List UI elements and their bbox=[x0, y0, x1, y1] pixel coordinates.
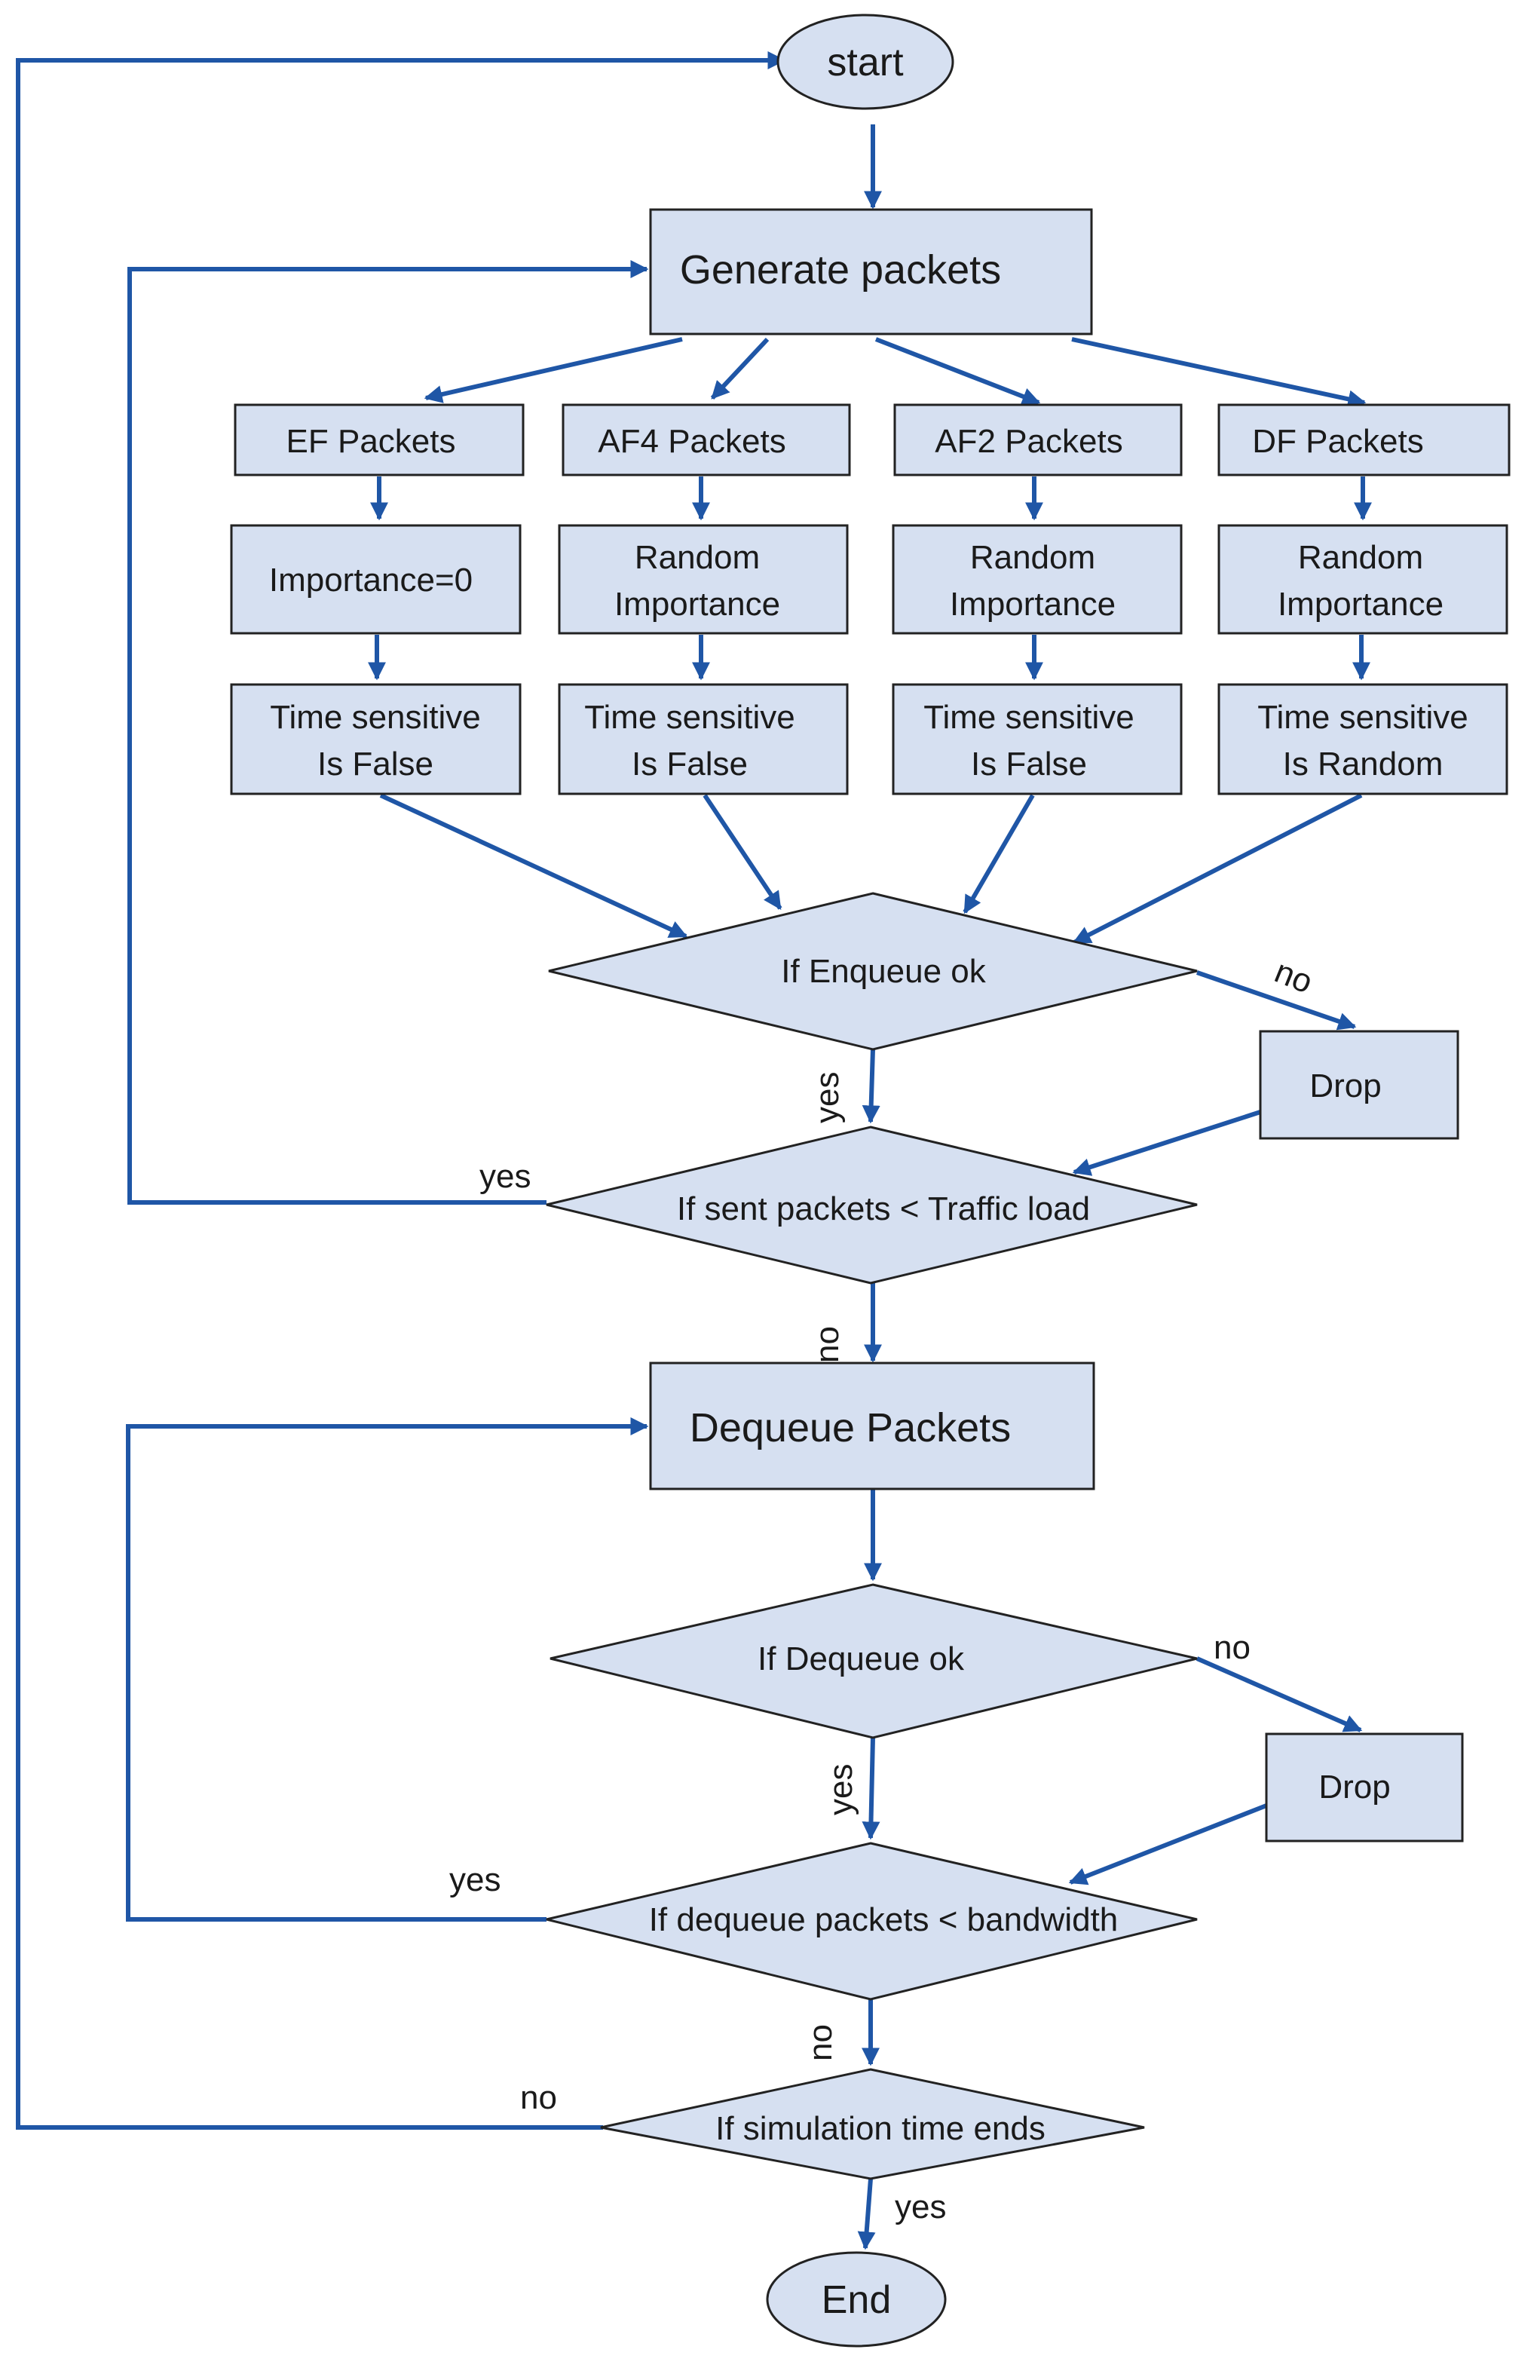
process-ef-packets: EF Packets bbox=[234, 403, 525, 476]
arrow-drop2-bandwidth bbox=[1068, 1803, 1268, 1885]
edge-label-bandwidth-no: no bbox=[802, 2024, 839, 2061]
edge-label-dequeue-no: no bbox=[1214, 1629, 1251, 1666]
df-time-line2: Is Random bbox=[1283, 746, 1444, 783]
af2-packets-label: AF2 Packets bbox=[935, 423, 1122, 460]
process-df-time-sensitive: Time sensitive Is Random bbox=[1217, 683, 1508, 795]
process-ef-time-sensitive: Time sensitive Is False bbox=[230, 683, 522, 795]
ef-time-line2: Is False bbox=[317, 746, 433, 783]
process-generate-packets: Generate packets bbox=[649, 208, 1093, 335]
edge-label-simulation-yes: yes bbox=[895, 2189, 946, 2225]
edge-label-enqueue-yes: yes bbox=[809, 1072, 846, 1123]
af4-time-line2: Is False bbox=[632, 746, 748, 783]
dequeue-label: Dequeue Packets bbox=[690, 1405, 1011, 1450]
arrow-enqueue-drop bbox=[1196, 970, 1357, 1031]
drop-1-label: Drop bbox=[1309, 1067, 1381, 1104]
decision-bandwidth: If dequeue packets < bandwidth bbox=[546, 1842, 1198, 2001]
process-drop-2: Drop bbox=[1265, 1732, 1464, 1842]
arrow-enqueue-sent bbox=[862, 1049, 880, 1124]
process-af2-packets: AF2 Packets bbox=[893, 403, 1183, 476]
decision-sent-packets: If sent packets < Traffic load bbox=[546, 1126, 1198, 1285]
ef-importance-label: Importance=0 bbox=[269, 562, 473, 599]
af2-importance-line2: Importance bbox=[950, 586, 1116, 623]
start-label: start bbox=[827, 41, 904, 84]
edge-label-simulation-no: no bbox=[520, 2079, 557, 2116]
arrow-simulation-end bbox=[857, 2178, 876, 2250]
af4-time-line1: Time sensitive bbox=[584, 699, 795, 736]
decision-simulation-time: If simulation time ends bbox=[600, 2068, 1145, 2180]
terminal-start: start bbox=[776, 14, 954, 110]
df-importance-line1: Random bbox=[1298, 539, 1423, 576]
terminal-end: End bbox=[766, 2251, 947, 2348]
process-af4-packets: AF4 Packets bbox=[562, 403, 851, 476]
df-packets-label: DF Packets bbox=[1252, 423, 1423, 460]
decision-dequeue: If Dequeue ok bbox=[550, 1583, 1198, 1739]
ef-time-line1: Time sensitive bbox=[270, 699, 481, 736]
edge-label-sent-yes: yes bbox=[479, 1158, 531, 1195]
df-importance-line2: Importance bbox=[1278, 586, 1444, 623]
process-af4-time-sensitive: Time sensitive Is False bbox=[558, 683, 849, 795]
connectors bbox=[16, 51, 1372, 2250]
dequeue-check-label: If Dequeue ok bbox=[758, 1640, 965, 1677]
ef-packets-label: EF Packets bbox=[286, 423, 456, 460]
af2-time-line2: Is False bbox=[971, 746, 1087, 783]
arrow-drop-sent bbox=[1072, 1110, 1261, 1176]
edge-label-sent-no: no bbox=[809, 1326, 846, 1363]
process-dequeue-packets: Dequeue Packets bbox=[649, 1362, 1095, 1490]
bandwidth-check-label: If dequeue packets < bandwidth bbox=[649, 1901, 1119, 1938]
arrow-dequeue-bandwidth bbox=[862, 1737, 880, 1840]
af2-time-line1: Time sensitive bbox=[923, 699, 1134, 736]
end-label: End bbox=[822, 2278, 892, 2322]
process-drop-1: Drop bbox=[1259, 1030, 1459, 1140]
drop-2-label: Drop bbox=[1318, 1769, 1390, 1806]
af4-packets-label: AF4 Packets bbox=[598, 423, 785, 460]
process-af4-importance: Random Importance bbox=[558, 524, 849, 635]
sent-check-label: If sent packets < Traffic load bbox=[677, 1190, 1090, 1227]
arrow-af2-enqueue bbox=[963, 794, 1035, 914]
process-df-importance: Random Importance bbox=[1217, 524, 1508, 635]
af4-importance-line1: Random bbox=[635, 539, 760, 576]
process-ef-importance: Importance=0 bbox=[230, 524, 522, 635]
simulation-check-label: If simulation time ends bbox=[715, 2110, 1046, 2147]
arrow-generate-af4 bbox=[710, 337, 770, 400]
af4-importance-line2: Importance bbox=[614, 586, 780, 623]
process-df-packets: DF Packets bbox=[1217, 403, 1511, 476]
arrow-generate-df bbox=[1071, 337, 1367, 409]
arrow-dequeue-drop bbox=[1196, 1656, 1363, 1732]
arrow-generate-ef bbox=[424, 337, 683, 403]
arrow-ef-enqueue bbox=[379, 793, 688, 939]
generate-label: Generate packets bbox=[680, 247, 1001, 293]
enqueue-label: If Enqueue ok bbox=[781, 953, 987, 990]
af2-importance-line1: Random bbox=[970, 539, 1095, 576]
edge-label-bandwidth-yes: yes bbox=[449, 1861, 501, 1898]
arrow-generate-af2 bbox=[874, 337, 1041, 406]
edge-label-enqueue-no: no bbox=[1269, 953, 1318, 1001]
decision-enqueue: If Enqueue ok bbox=[548, 892, 1198, 1051]
process-af2-time-sensitive: Time sensitive Is False bbox=[892, 683, 1183, 795]
arrow-af4-enqueue bbox=[703, 794, 782, 910]
arrow-df-enqueue bbox=[1072, 793, 1363, 945]
arrow-sent-loop-generate bbox=[127, 260, 649, 1205]
arrow-bandwidth-loop-dequeue bbox=[126, 1417, 649, 1922]
edge-label-dequeue-yes: yes bbox=[822, 1764, 859, 1815]
process-af2-importance: Random Importance bbox=[892, 524, 1183, 635]
arrow-loop-to-start bbox=[16, 51, 786, 2130]
df-time-line1: Time sensitive bbox=[1257, 699, 1468, 736]
